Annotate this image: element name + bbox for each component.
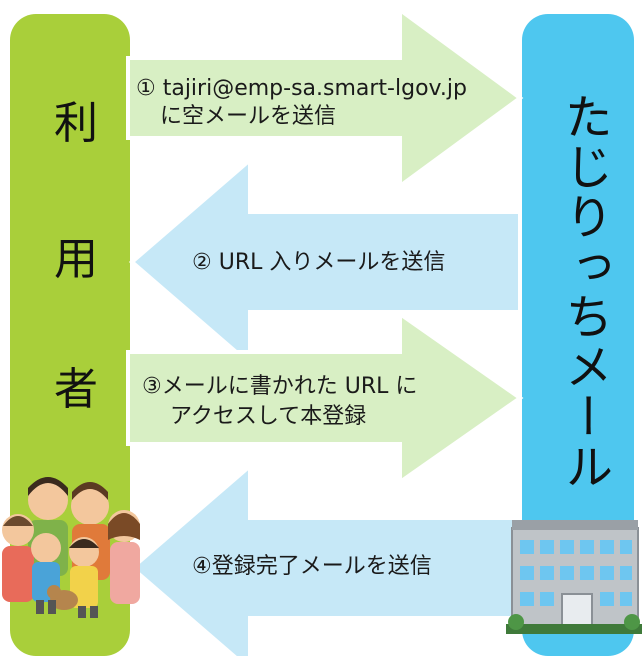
step-1-line-1: ① tajiri@emp-sa.smart-lgov.jp bbox=[136, 76, 467, 101]
step-3-line-1: ③メールに書かれた URL に bbox=[142, 374, 418, 399]
user-label-char-2: 用 bbox=[54, 234, 98, 285]
family-illustration bbox=[2, 477, 140, 618]
arrow-step-2 bbox=[128, 155, 522, 369]
arrow-step-1 bbox=[126, 6, 524, 190]
school-building-illustration bbox=[506, 520, 642, 634]
step-1-line-2: に空メールを送信 bbox=[160, 104, 337, 129]
user-label-char-1: 利 bbox=[54, 98, 98, 149]
user-label-char-3: 者 bbox=[54, 364, 98, 415]
arrow-step-3 bbox=[126, 310, 524, 486]
service-label: たじりっちメール bbox=[556, 92, 612, 492]
step-2-label: ② URL 入りメールを送信 bbox=[192, 250, 446, 275]
step-4-label: ④登録完了メールを送信 bbox=[192, 554, 432, 579]
service-bar bbox=[522, 14, 634, 656]
arrow-step-4 bbox=[128, 461, 522, 656]
step-3-line-2: アクセスして本登録 bbox=[170, 404, 367, 429]
